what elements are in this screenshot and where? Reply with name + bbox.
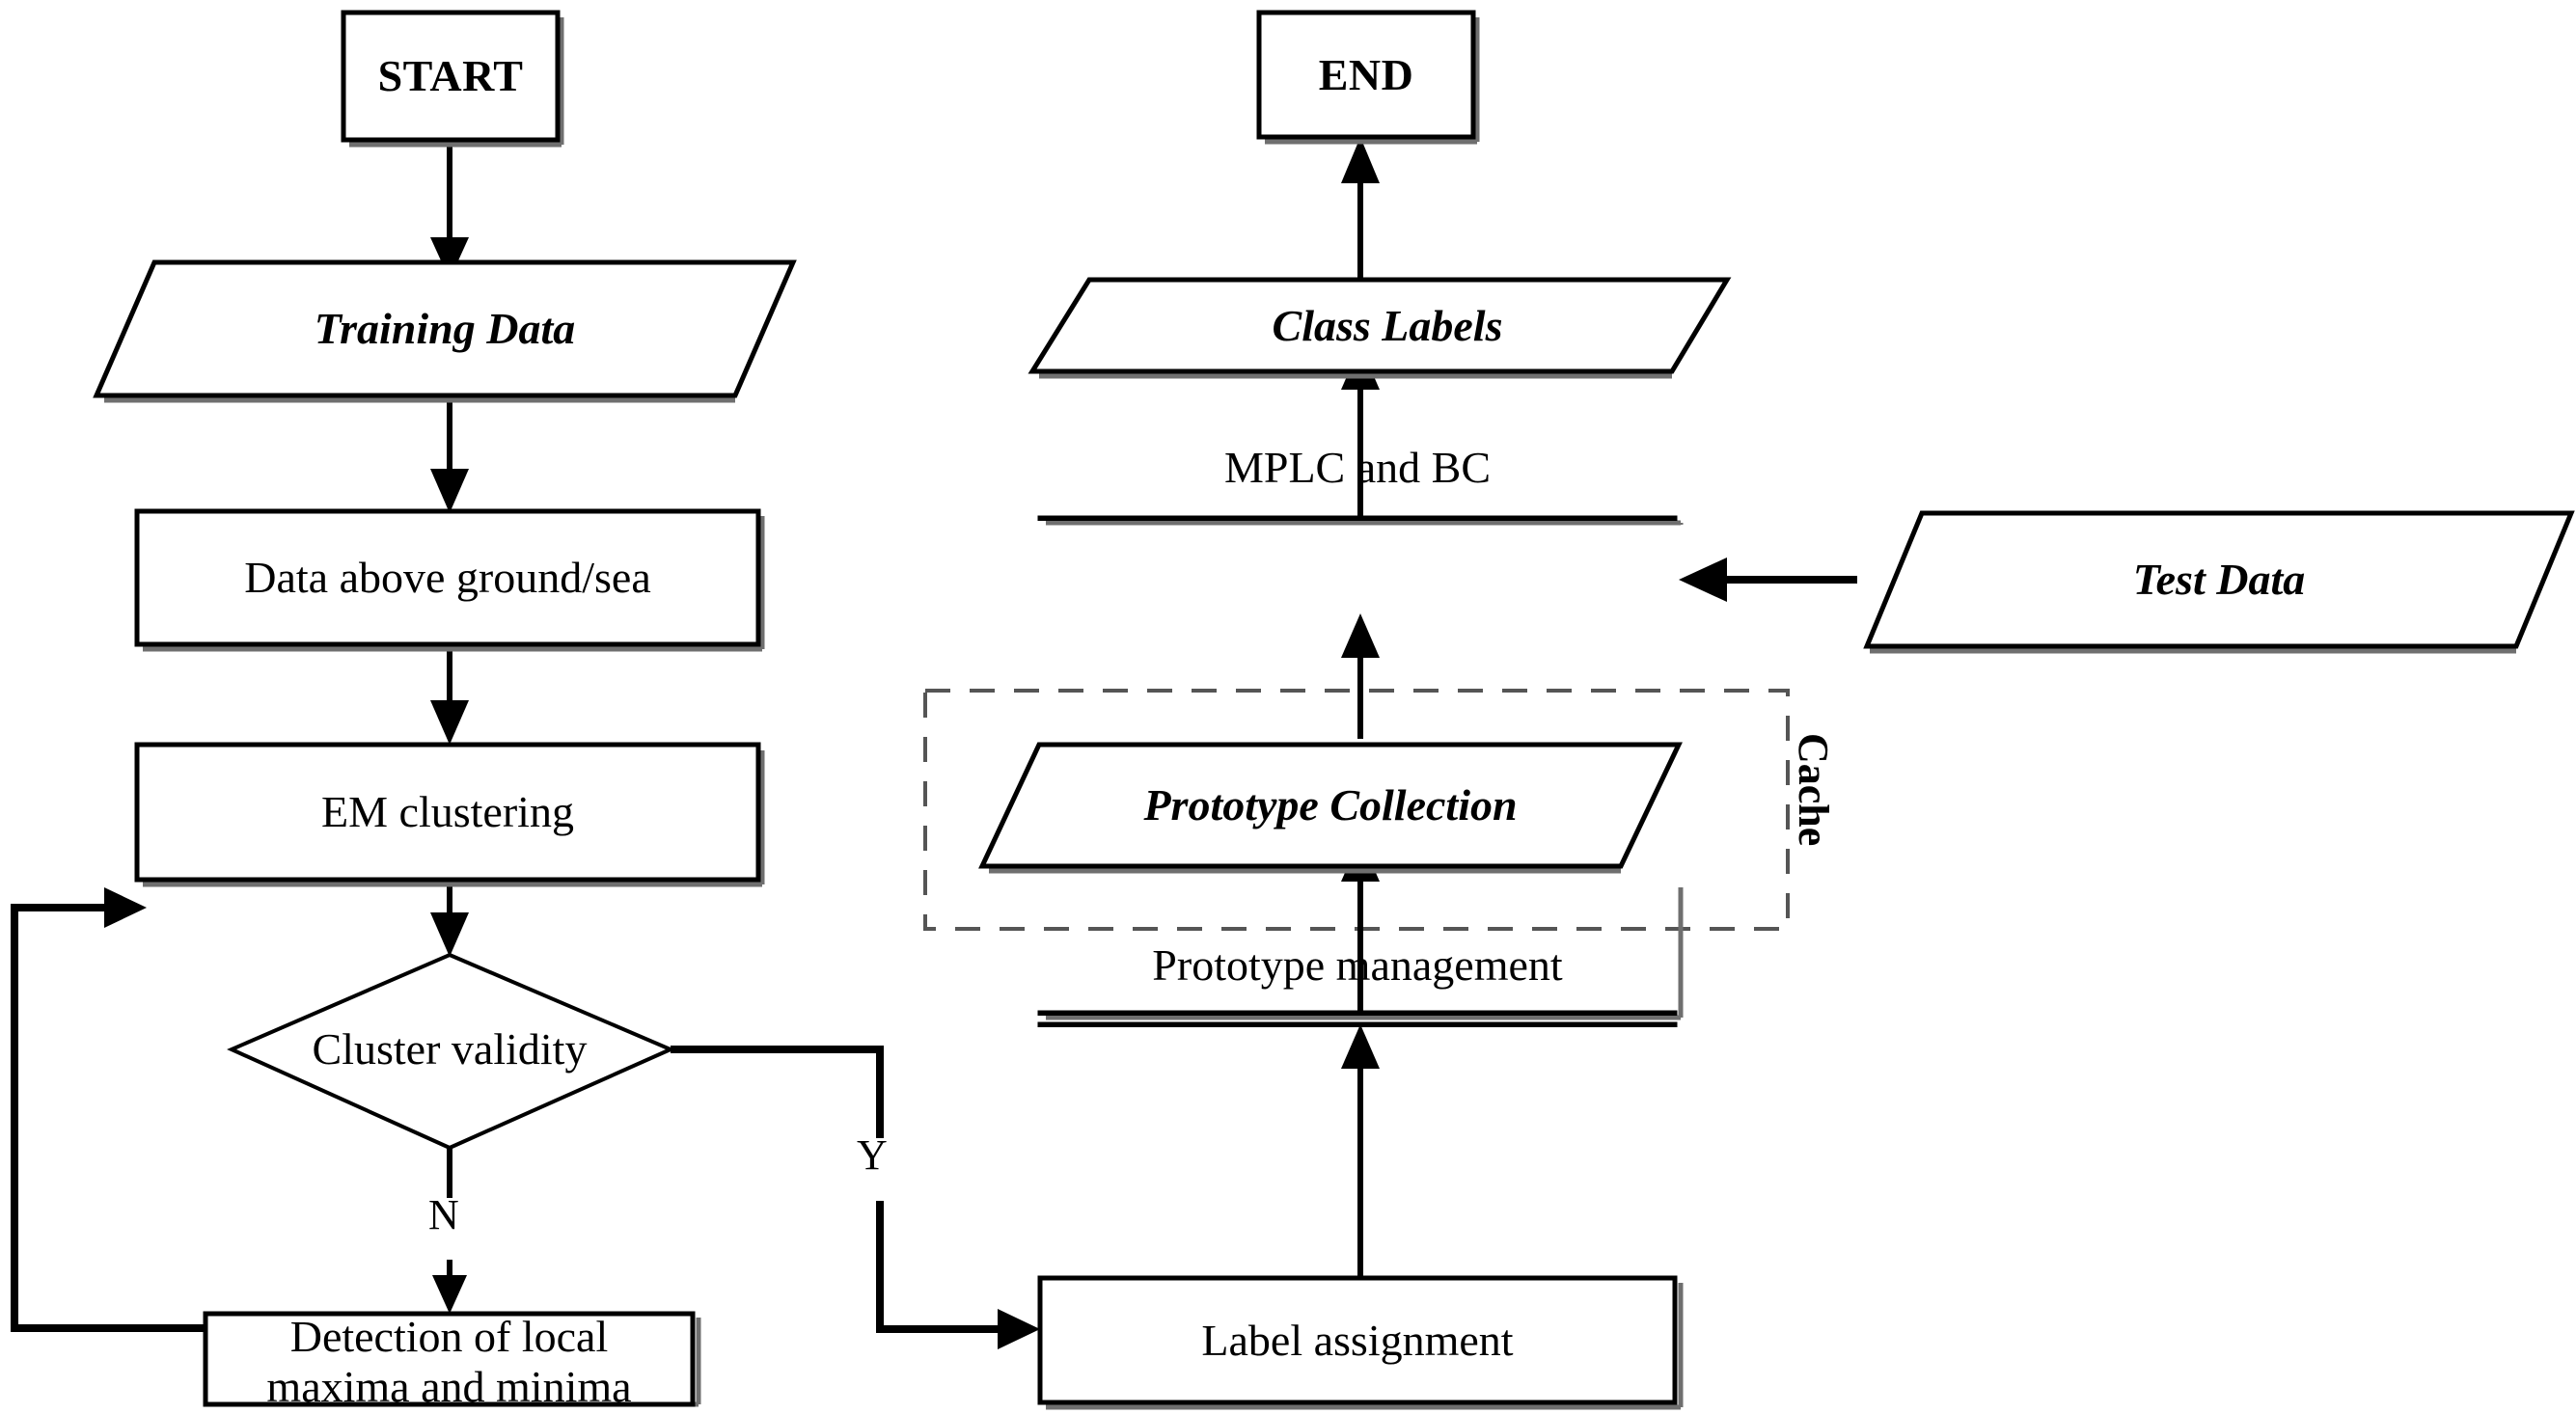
node-end-shape[interactable]	[1256, 10, 1480, 145]
node-prototype-collection-shape[interactable]	[978, 742, 1683, 874]
node-training-data-shape[interactable]	[93, 259, 797, 403]
node-cluster-validity-shape[interactable]	[227, 952, 675, 1151]
edge-class-labels-to-end	[1341, 137, 1380, 280]
node-mplc-shape[interactable]	[1037, 515, 1684, 526]
node-test-data-shape[interactable]	[1863, 510, 2575, 654]
edge-detection-to-em-clustering-loopback	[11, 887, 206, 1332]
node-start-shape[interactable]	[341, 10, 564, 148]
edge-cluster-validity-yes-to-label-assignment	[671, 1046, 1040, 1349]
edge-em-clustering-to-cluster-validity	[430, 880, 469, 957]
edge-test-data-to-mplc	[1679, 557, 1857, 602]
node-data-above-ground-shape[interactable]	[134, 508, 765, 652]
edge-label-assignment-to-prototype-management	[1341, 1024, 1380, 1278]
node-label-assignment-shape[interactable]	[1037, 1275, 1684, 1410]
node-class-labels-shape[interactable]	[1028, 277, 1732, 379]
cache-group-boundary	[923, 689, 1790, 931]
edge-cluster-validity-no-to-detection	[432, 1148, 467, 1314]
edge-data-above-ground-to-em-clustering	[430, 644, 469, 745]
edge-training-data-to-data-above-ground	[430, 395, 469, 513]
node-em-clustering-shape[interactable]	[134, 742, 765, 887]
node-detection-local-shape[interactable]	[203, 1311, 701, 1407]
node-prototype-management-shape[interactable]	[1037, 887, 1684, 1027]
edge-start-to-training-data	[430, 140, 469, 280]
edge-prototype-collection-to-mplc	[1341, 613, 1380, 739]
